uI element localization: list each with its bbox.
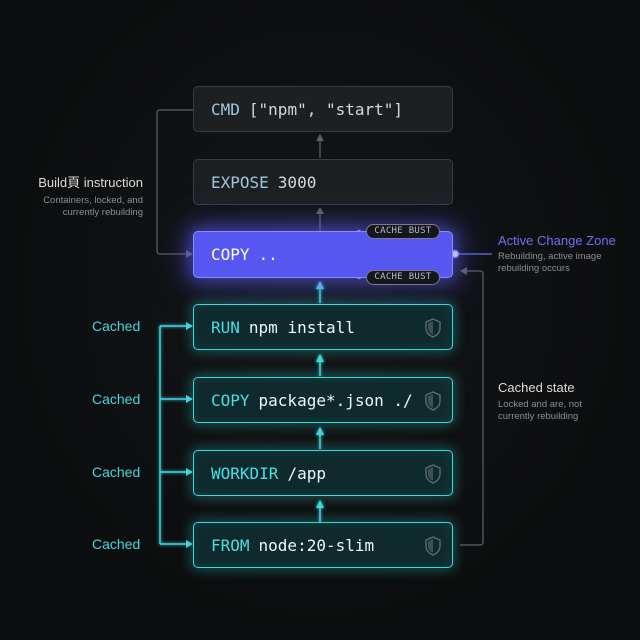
layer-keyword: WORKDIR <box>211 463 279 483</box>
active-zone-title: Active Change Zone <box>498 233 616 248</box>
active-zone-subtitle-1: Rebuilding, active image <box>498 251 602 262</box>
layer-cmd: CMD ["npm", "start"] <box>193 86 453 132</box>
layer-workdir: WORKDIR /app <box>193 450 453 496</box>
arrow-expose-to-cmd <box>316 134 324 158</box>
arrow-from-to-workdir <box>316 500 324 522</box>
build-instruction-bracket <box>156 109 193 255</box>
build-instruction-arrowhead <box>186 250 193 258</box>
layer-copy-package: COPY package*.json ./ <box>193 377 453 423</box>
layer-keyword: CMD <box>211 99 240 119</box>
arrow-copy-to-expose <box>316 207 324 231</box>
cached-label-2: Cached <box>92 391 141 407</box>
layer-expose: EXPOSE 3000 <box>193 159 453 205</box>
shield-icon <box>425 536 441 556</box>
cached-bracket <box>159 325 186 545</box>
arrow-copypkg-to-run <box>316 354 324 376</box>
layer-args: /app <box>287 463 326 483</box>
shield-icon <box>425 391 441 411</box>
cached-label-4: Cached <box>92 536 141 552</box>
cached-state-subtitle-2: currently rebuilding <box>498 411 579 422</box>
cached-state-title: Cached state <box>498 380 575 395</box>
layer-args: ["npm", "start"] <box>248 99 404 119</box>
layer-keyword: COPY <box>211 245 250 264</box>
cached-state-annotation: Cached state Locked and are, not current… <box>498 380 582 423</box>
arrow-run-to-copy <box>316 281 324 303</box>
cached-state-arrowhead <box>460 267 467 275</box>
cached-label-3: Cached <box>92 464 141 480</box>
active-zone-subtitle-2: rebuilding occurs <box>498 263 570 274</box>
build-instruction-subtitle-2: currently rebuilding <box>62 207 143 218</box>
build-instruction-title: Build⾴ instruction <box>38 175 143 190</box>
layer-args: node:20-slim <box>258 535 375 555</box>
cached-arrowhead-2 <box>186 395 193 403</box>
build-instruction-subtitle-1: Containers, locked, and <box>43 195 143 206</box>
active-zone-annotation: Active Change Zone Rebuilding, active im… <box>498 233 616 275</box>
arrow-workdir-to-copypkg <box>316 427 324 449</box>
cached-label-1: Cached <box>92 318 141 334</box>
cached-arrowhead-4 <box>186 540 193 548</box>
layer-keyword: COPY <box>211 390 250 410</box>
layer-from: FROM node:20-slim <box>193 522 453 568</box>
layer-args: .. <box>258 245 278 264</box>
cached-arrowhead-1 <box>186 322 193 330</box>
layer-run-install: RUN npm install <box>193 304 453 350</box>
layer-keyword: EXPOSE <box>211 172 269 192</box>
shield-icon <box>425 318 441 338</box>
layer-keyword: FROM <box>211 535 250 555</box>
cached-state-subtitle-1: Locked and are, not <box>498 399 582 410</box>
layer-args: npm install <box>248 317 355 337</box>
layer-args: package*.json ./ <box>258 390 413 410</box>
shield-icon <box>425 464 441 484</box>
cached-arrowhead-3 <box>186 468 193 476</box>
build-instruction-annotation: Build⾴ instruction Containers, locked, a… <box>20 172 143 219</box>
active-zone-connector <box>450 249 492 259</box>
layer-args: 3000 <box>277 172 317 192</box>
cached-state-bracket <box>460 270 484 546</box>
cache-bust-badge-top: CACHE BUST <box>366 224 440 239</box>
cache-bust-badge-bottom: CACHE BUST <box>366 270 440 285</box>
layer-keyword: RUN <box>211 317 240 337</box>
